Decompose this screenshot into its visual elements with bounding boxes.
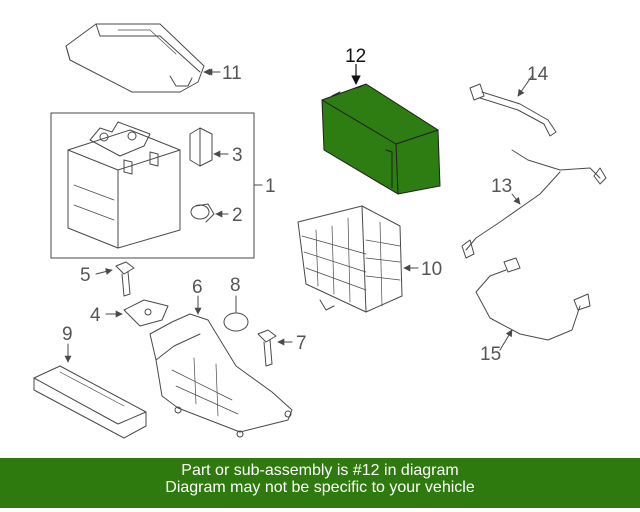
callout-4: 4 — [90, 305, 101, 326]
part-1-battery-assembly-box — [50, 112, 263, 259]
part-6-battery-tray — [149, 295, 293, 438]
part-14-cable — [469, 75, 557, 137]
part-9-side-panel — [33, 343, 147, 439]
callout-14: 14 — [527, 64, 549, 85]
callout-2: 2 — [232, 205, 243, 226]
part-15-cable — [475, 257, 591, 351]
callout-8: 8 — [230, 275, 241, 296]
callout-10: 10 — [421, 259, 442, 280]
part-5-bolt — [95, 261, 135, 297]
callout-6: 6 — [192, 277, 203, 298]
callout-9: 9 — [62, 324, 73, 345]
callout-7: 7 — [296, 333, 307, 354]
notice-banner: Part or sub-assembly is #12 in diagram D… — [0, 458, 640, 508]
callout-15: 15 — [480, 344, 501, 365]
banner-line-2: Diagram may not be specific to your vehi… — [165, 479, 475, 496]
callout-3: 3 — [232, 145, 243, 166]
part-10-insulator — [297, 205, 419, 313]
callout-5: 5 — [80, 265, 91, 286]
part-13-cable — [461, 149, 607, 259]
exploded-parts-diagram: 11 1 3 2 12 14 13 10 5 4 8 6 7 9 15 — [33, 23, 607, 439]
callout-11: 11 — [222, 63, 242, 84]
part-11-battery-cover — [65, 23, 221, 93]
part-7-bolt — [257, 329, 293, 367]
part-8-grommet — [223, 295, 249, 332]
banner-line-1: Part or sub-assembly is #12 in diagram — [181, 462, 459, 479]
part-12-battery — [321, 64, 441, 195]
callout-12: 12 — [345, 46, 366, 67]
callout-13: 13 — [491, 176, 512, 197]
callout-1: 1 — [265, 176, 276, 197]
part-4-bracket — [105, 299, 169, 327]
